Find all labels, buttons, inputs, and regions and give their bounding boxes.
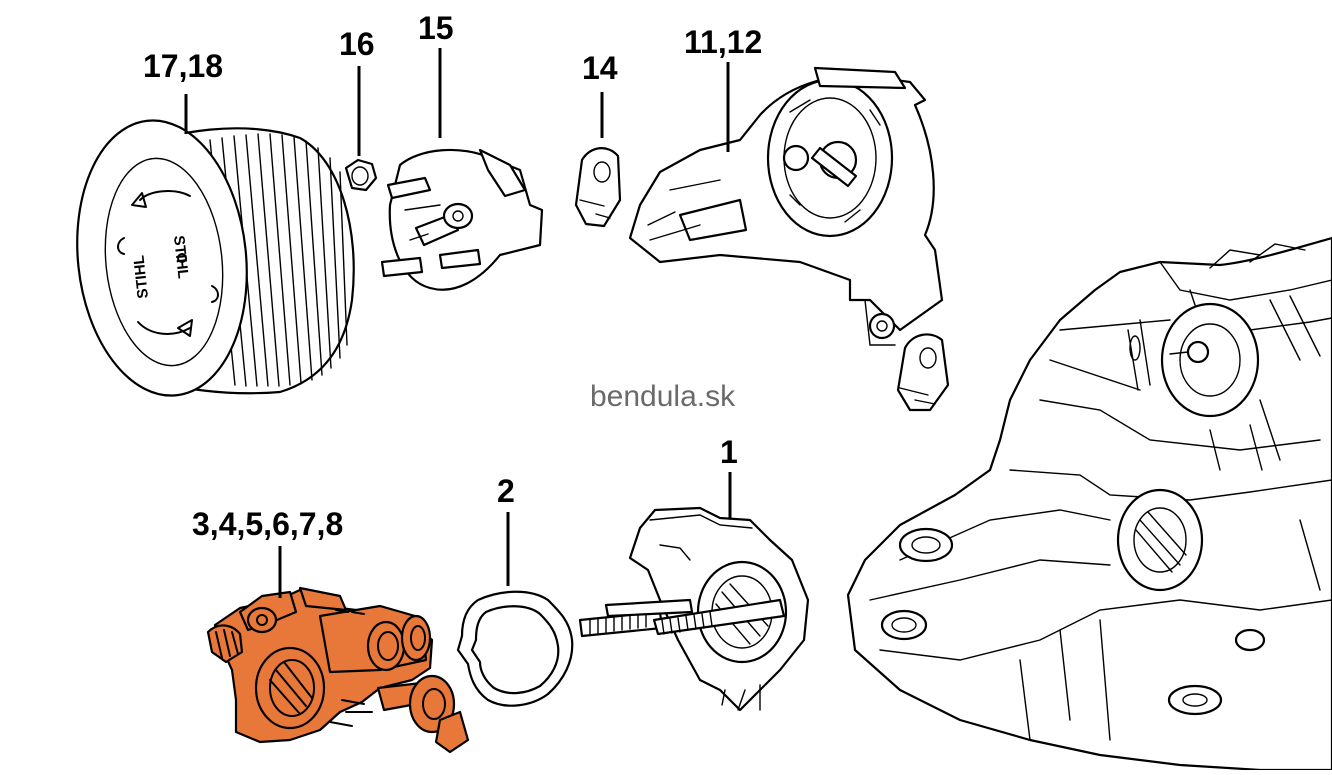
filter-cap [76, 119, 248, 397]
callout-lug: 14 [582, 50, 618, 86]
manifold-studs [578, 598, 786, 638]
watermark: bendula.sk [590, 380, 736, 413]
callout-air-filter: 17,18 [143, 48, 224, 84]
flywheel-hub [1160, 302, 1260, 418]
callout-shroud: 11,12 [684, 24, 763, 60]
air-filter[interactable]: STIHL STIHL [64, 112, 355, 404]
baffle[interactable] [380, 148, 544, 291]
callout-carburetor: 3,4,5,6,7,8 [192, 506, 344, 542]
filter-brand-bottom: STIHL [131, 254, 152, 299]
nut[interactable] [344, 158, 378, 192]
mount-lug[interactable] [574, 147, 622, 228]
engine-housing [846, 236, 1332, 772]
callout-manifold: 1 [720, 434, 738, 470]
callout-gasket: 2 [497, 473, 515, 509]
callout-nut: 16 [339, 26, 375, 62]
mount-lug-lower[interactable] [896, 333, 950, 412]
carburetor[interactable] [206, 586, 470, 754]
filter-brand-top: STIHL [170, 235, 191, 280]
gasket[interactable] [456, 590, 574, 707]
leader-lines [184, 48, 732, 598]
intake-port [1116, 488, 1204, 592]
cap-arrow-bottom [137, 321, 191, 335]
callout-baffle: 15 [418, 10, 454, 46]
shroud[interactable] [628, 66, 944, 346]
filter-cap-inner [104, 157, 224, 367]
